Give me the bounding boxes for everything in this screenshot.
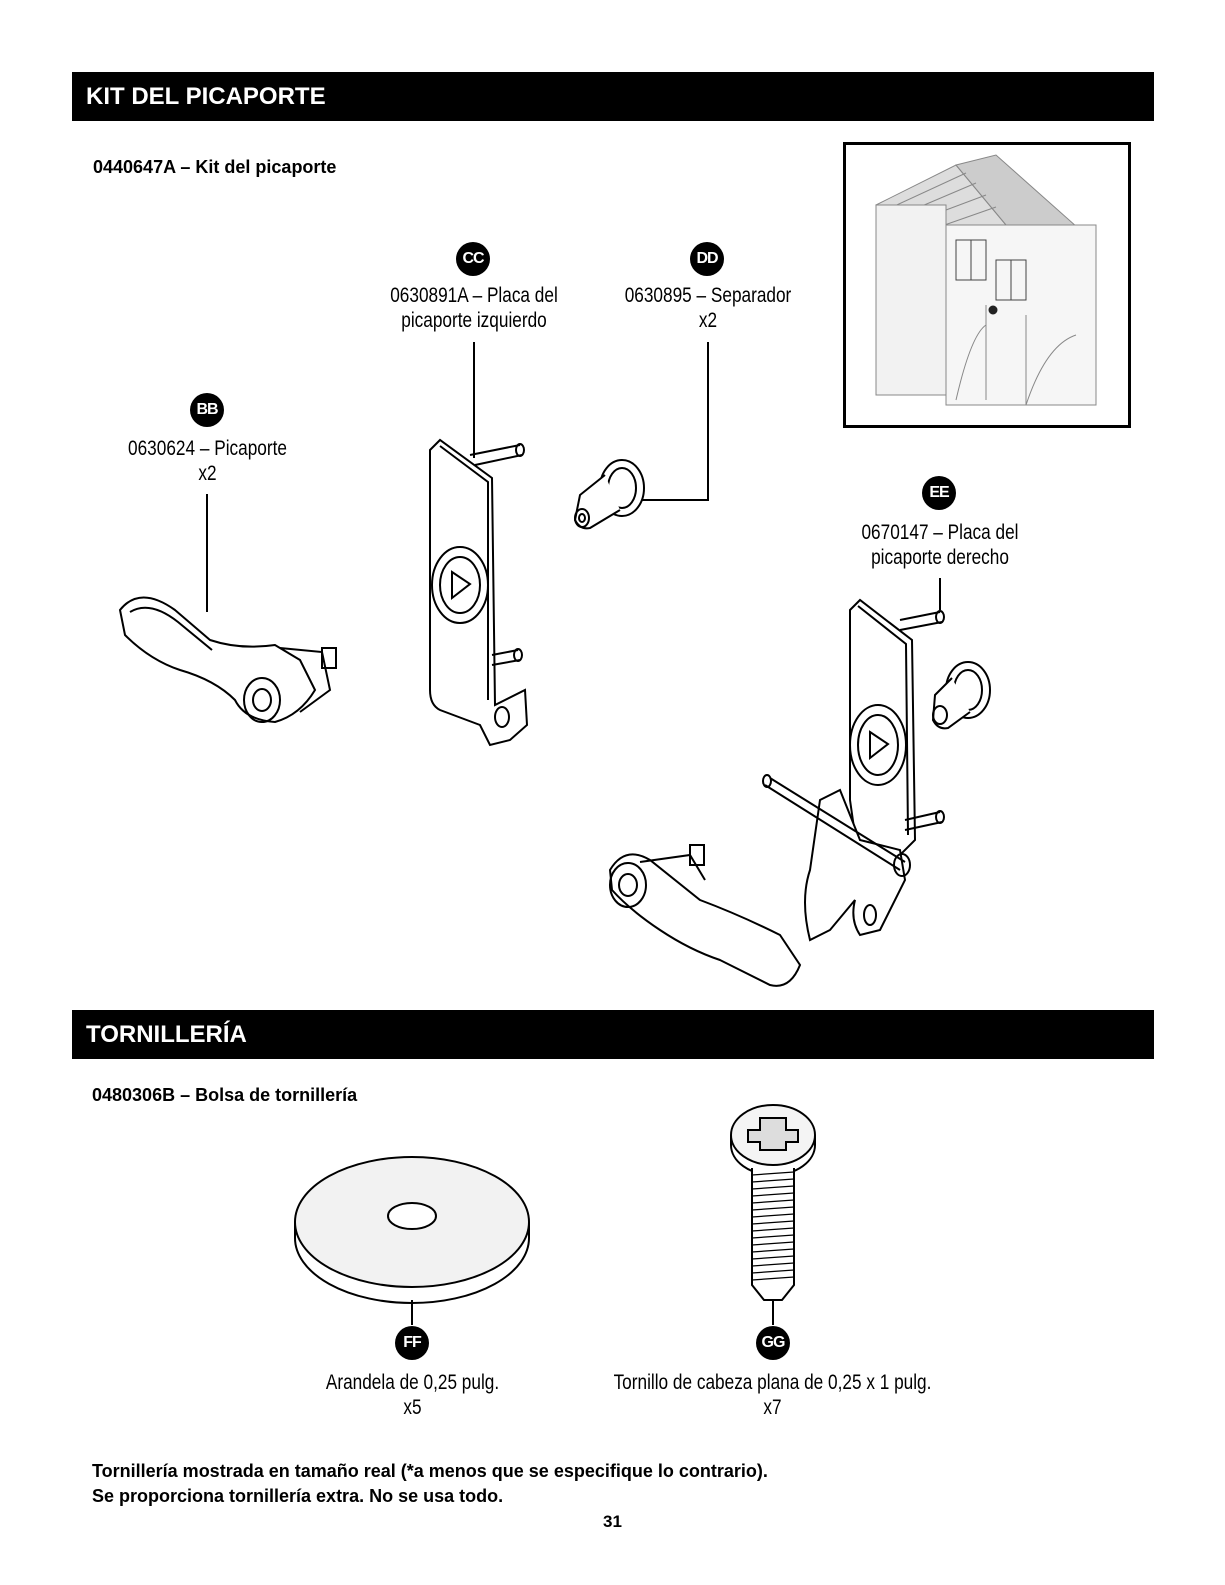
note-real-size: Tornillería mostrada en tamaño real (*a … — [92, 1461, 768, 1481]
section-header-hardware: TORNILLERÍA — [72, 1010, 1154, 1059]
washer-ff-drawing — [294, 1156, 530, 1325]
hardware-bag-label: 0480306B – Bolsa de tornillería — [92, 1085, 358, 1105]
note-extra-hardware: Se proporciona tornillería extra. No se … — [92, 1486, 504, 1506]
part-bb-qty: x2 — [198, 462, 217, 485]
left-plate-cc-drawing — [429, 438, 529, 747]
badge-bb: BB — [190, 393, 224, 427]
part-label-ee: 0670147 – Placa del picaporte derecho — [842, 520, 1039, 570]
part-gg-name: Tornillo de cabeza plana de 0,25 x 1 pul… — [613, 1371, 932, 1394]
badge-gg: GG — [756, 1326, 790, 1360]
part-label-bb: 0630624 – Picaporte x2 — [119, 436, 295, 486]
part-ff-qty: x5 — [403, 1396, 422, 1419]
part-gg-qty: x7 — [763, 1396, 782, 1419]
kit-label: 0440647A – Kit del picaporte — [93, 157, 337, 177]
part-ee-name: 0670147 – Placa del — [861, 521, 1019, 544]
part-dd-qty: x2 — [698, 309, 718, 332]
part-cc-name: 0630891A – Placa del — [390, 284, 558, 307]
right-plate-ee-drawing — [608, 598, 991, 987]
part-label-cc: 0630891A – Placa del picaporte izquierdo — [372, 283, 575, 333]
part-dd-name: 0630895 – Separador — [624, 284, 792, 307]
part-label-ff: Arandela de 0,25 pulg. x5 — [304, 1370, 521, 1420]
handle-bb-drawing — [118, 596, 337, 724]
part-bb-name: 0630624 – Picaporte — [128, 437, 287, 460]
leader-dd — [640, 342, 709, 501]
page-number: 31 — [603, 1512, 622, 1531]
shed-thumbnail — [843, 142, 1131, 428]
part-ff-name: Arandela de 0,25 pulg. — [325, 1371, 500, 1394]
badge-ff: FF — [395, 1326, 429, 1360]
badge-cc: CC — [456, 242, 490, 276]
section-header-latch-kit: KIT DEL PICAPORTE — [72, 72, 1154, 121]
screw-threads — [751, 1171, 795, 1281]
spacer-dd-drawing — [573, 459, 645, 530]
shed-illustration — [875, 154, 1097, 406]
badge-dd: DD — [690, 242, 724, 276]
part-ee-desc: picaporte derecho — [871, 546, 1009, 569]
part-label-dd: 0630895 – Separador x2 — [610, 283, 807, 333]
badge-ee: EE — [922, 476, 956, 510]
part-cc-desc: picaporte izquierdo — [401, 309, 547, 332]
part-label-gg: Tornillo de cabeza plana de 0,25 x 1 pul… — [598, 1370, 947, 1420]
